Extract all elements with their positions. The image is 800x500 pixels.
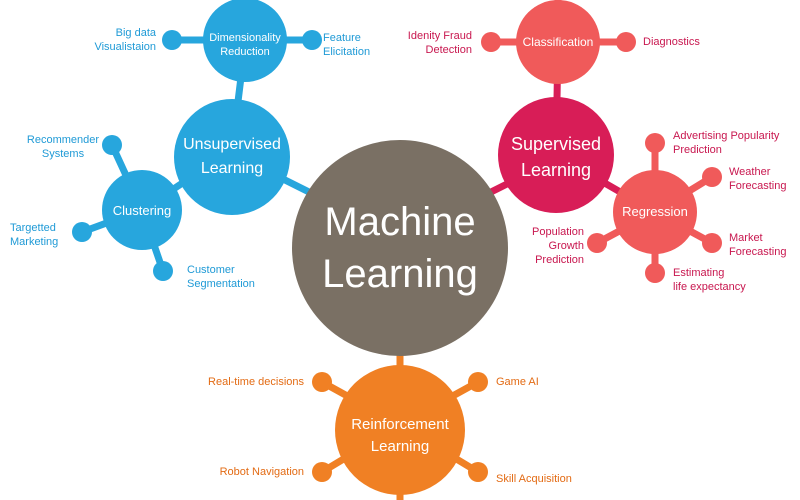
leaf-robot-navigation: Robot Navigation [190,465,304,479]
leaf-advertising-line2: Prediction [673,144,722,156]
leaf-skill-text: Skill Acquisition [496,473,572,485]
leaf-skill-acquisition: Skill Acquisition [496,472,572,486]
leaf-targetted-line2: Marketing [10,236,59,248]
leaf-dot-fraud [481,32,501,52]
leaf-dot-weather [702,167,722,187]
leaf-robot-text: Robot Navigation [219,466,304,478]
leaf-customer-line2: Segmentation [187,278,255,290]
machine-learning-label: Machine Learning [300,196,500,300]
clustering-node [102,170,182,250]
regression-text: Regression [622,204,688,219]
leaf-feature-line1: Feature [323,32,361,44]
leaf-identity-fraud-detection: Idenity Fraud Detection [382,29,472,57]
leaf-dot-market [702,233,722,253]
leaf-feature-line2: Elicitation [323,46,371,58]
clustering-text: Clustering [112,203,172,218]
clustering-label: Clustering [102,203,182,219]
leaf-targetted-line1: Targetted [10,222,56,234]
reinforcement-label: Reinforcement Learning [336,414,464,458]
dimensionality-label: Dimensionality Reduction [203,31,287,59]
leaf-market-line1: Market [729,232,763,244]
unsupervised-label: Unsupervised Learning [174,133,290,181]
leaf-recommender-systems: Recommender Systems [18,133,108,161]
leaf-dot-life [645,263,665,283]
leaf-estimating-life-expectancy: Estimating life expectancy [673,266,746,294]
leaf-life-line1: Estimating [673,267,725,279]
leaf-population-line2: Growth [548,240,584,252]
leaf-recommender-line2: Systems [41,148,85,160]
leaf-dot-game [468,372,488,392]
leaf-dot-robot [312,462,332,482]
leaf-diagnostics: Diagnostics [643,35,700,49]
leaf-big-data-visualisation: Big data Visualistaion [60,26,156,54]
reinforcement-line1: Reinforcement [351,416,449,433]
leaf-fraud-line1: Idenity Fraud [407,30,472,42]
machine-learning-line2: Learning [322,252,478,296]
leaf-diagnostics-line1: Diagnostics [643,36,700,48]
regression-label: Regression [613,204,697,220]
leaf-advertising-line1: Advertising Popularity [673,130,780,142]
leaf-weather-line2: Forecasting [729,180,787,192]
machine-learning-line1: Machine [324,200,476,244]
supervised-label: Supervised Learning [498,131,614,183]
leaf-dot-customer [153,261,173,281]
leaf-market-line2: Forecasting [729,246,787,258]
unsupervised-line2: Learning [200,160,264,177]
regression-node [613,170,697,254]
leaf-feature-elicitation: Feature Elicitation [323,31,370,59]
leaf-dot-feature [302,30,322,50]
classification-label: Classification [514,35,602,50]
machine-learning-node [292,140,508,356]
supervised-line1: Supervised [510,134,602,154]
leaf-dot-skill [468,462,488,482]
leaf-real-time-decisions: Real-time decisions [180,375,304,389]
leaf-fraud-line2: Detection [425,44,472,56]
leaf-market-forecasting: Market Forecasting [729,231,786,259]
supervised-node [498,97,614,213]
leaf-dot-big-data [162,30,182,50]
leaf-population-line1: Population [532,226,584,238]
leaf-weather-forecasting: Weather Forecasting [729,165,786,193]
classification-text: Classification [522,35,594,49]
unsupervised-line1: Unsupervised [183,136,281,153]
leaf-realtime-text: Real-time decisions [208,376,304,388]
leaf-weather-line1: Weather [729,166,771,178]
dimensionality-line1: Dimensionality [209,32,281,44]
leaf-recommender-line1: Recommender [26,134,100,146]
leaf-customer-segmentation: Customer Segmentation [187,263,255,291]
leaf-dot-realtime [312,372,332,392]
leaf-dot-recommender [102,135,122,155]
leaf-population-growth-prediction: Population Growth Prediction [512,225,584,267]
leaf-targetted-marketing: Targetted Marketing [10,221,58,249]
supervised-line2: Learning [520,160,592,180]
leaf-game-ai: Game AI [496,375,539,389]
dimensionality-line2: Reduction [220,46,270,58]
unsupervised-node [174,99,290,215]
leaf-life-line2: life expectancy [673,281,746,293]
leaf-dot-targetted [72,222,92,242]
reinforcement-line2: Learning [370,438,430,455]
leaf-customer-line1: Customer [187,264,235,276]
leaf-big-data-line1: Big data [115,27,156,39]
reinforcement-node [335,365,465,495]
leaf-game-text: Game AI [496,376,539,388]
leaf-big-data-line2: Visualistaion [94,41,156,53]
leaf-dot-advertising [645,133,665,153]
leaf-dot-population [587,233,607,253]
leaf-dot-diagnostics [616,32,636,52]
classification-node [516,0,600,84]
leaf-population-line3: Prediction [535,254,584,266]
dimensionality-node [203,0,287,82]
leaf-advertising-popularity: Advertising Popularity Prediction [673,129,779,157]
